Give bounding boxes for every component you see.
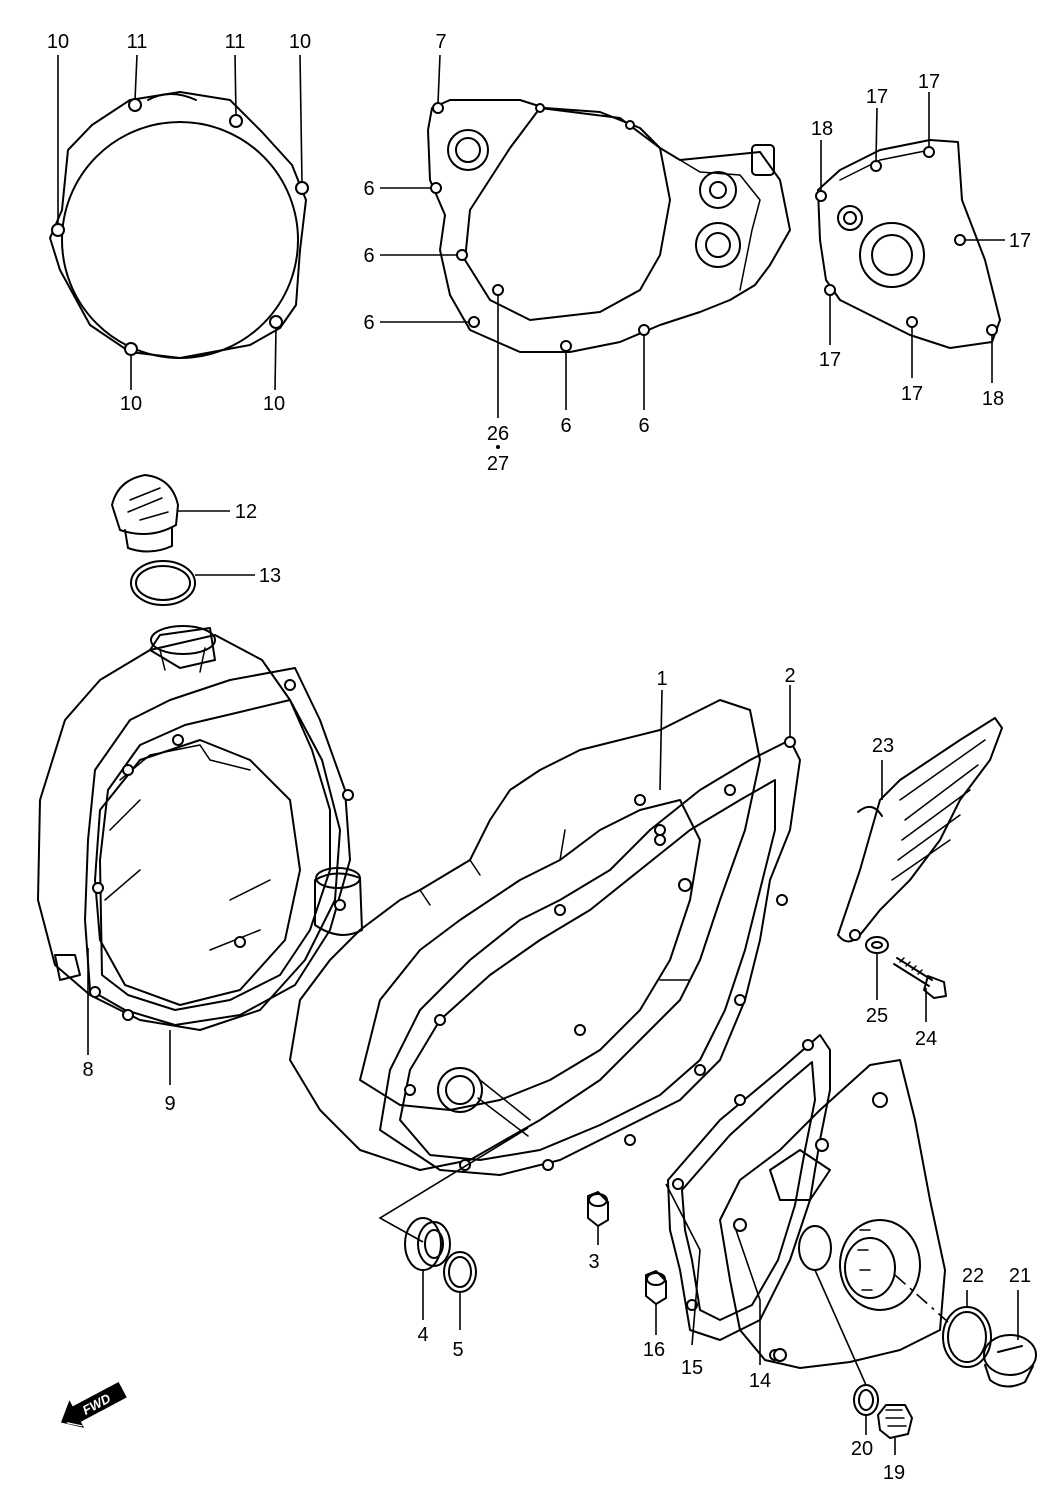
callout-17: 17	[901, 383, 923, 405]
callout-22: 22	[962, 1265, 984, 1287]
callout-10: 10	[120, 393, 142, 415]
callout-18: 18	[982, 388, 1004, 410]
callout-17: 17	[918, 71, 940, 93]
oil-seal	[404, 1217, 451, 1271]
crankcase-gasket-top	[427, 99, 791, 353]
callout-26: 26	[487, 423, 509, 445]
callout-6: 6	[560, 415, 571, 437]
callout-14: 14	[749, 1370, 771, 1392]
callout-27: 27	[487, 453, 509, 475]
clutch-cover-gasket-top	[49, 91, 309, 359]
inspection-plug	[983, 1334, 1037, 1388]
oil-filler-cap	[111, 474, 179, 553]
callout-21: 21	[1009, 1265, 1031, 1287]
clutch-cover	[37, 625, 341, 1031]
callout-15: 15	[681, 1357, 703, 1379]
callout-4: 4	[417, 1324, 428, 1346]
callout-9: 9	[164, 1093, 175, 1115]
callout-6: 6	[363, 245, 374, 267]
callout-1: 1	[656, 668, 667, 690]
callout-10: 10	[47, 31, 69, 53]
callout-17: 17	[866, 86, 888, 108]
callout-6: 6	[363, 178, 374, 200]
callout-10: 10	[263, 393, 285, 415]
callout-17: 17	[1009, 230, 1031, 252]
callout-8: 8	[82, 1059, 93, 1081]
magneto-cover	[719, 1059, 946, 1369]
clutch-cover-gasket	[84, 667, 354, 1026]
dowel-pin-16	[645, 1270, 667, 1305]
callout-6: 6	[638, 415, 649, 437]
callout-6: 6	[363, 312, 374, 334]
chain-guard-washer	[865, 936, 889, 954]
callout-5: 5	[452, 1339, 463, 1361]
crankcase-gasket	[379, 736, 801, 1176]
callout-3: 3	[588, 1251, 599, 1273]
callout-20: 20	[851, 1438, 873, 1460]
callout-labels: 10 11 11 10 10 10 7 6 6 6 6 6 26 27 18 1…	[47, 31, 1031, 1484]
callout-24: 24	[915, 1028, 937, 1050]
callout-13: 13	[259, 565, 281, 587]
callout-10: 10	[289, 31, 311, 53]
magneto-cover-gasket	[667, 1034, 831, 1361]
callout-25: 25	[866, 1005, 888, 1027]
drain-bolt-gasket	[853, 1384, 879, 1416]
dowel-pin-3	[587, 1191, 609, 1227]
callout-separator-dot	[496, 445, 500, 449]
leader-lines	[57, 54, 1019, 1455]
circlip	[443, 1251, 477, 1293]
fwd-arrow-icon: FWD	[60, 1381, 127, 1428]
callout-17: 17	[819, 349, 841, 371]
oil-cap-o-ring	[130, 560, 196, 606]
drain-bolt	[877, 1404, 913, 1439]
magneto-cover-gasket-top	[815, 139, 1001, 349]
chain-guard-bolt	[893, 957, 947, 999]
chain-guard	[837, 717, 1003, 943]
callout-19: 19	[883, 1462, 905, 1484]
callout-18: 18	[811, 118, 833, 140]
callout-12: 12	[235, 501, 257, 523]
callout-7: 7	[435, 31, 446, 53]
callout-11: 11	[225, 31, 246, 53]
callout-16: 16	[643, 1339, 665, 1361]
callout-23: 23	[872, 735, 894, 757]
crankcase	[289, 699, 761, 1171]
callout-2: 2	[784, 665, 795, 687]
callout-11: 11	[127, 31, 148, 53]
